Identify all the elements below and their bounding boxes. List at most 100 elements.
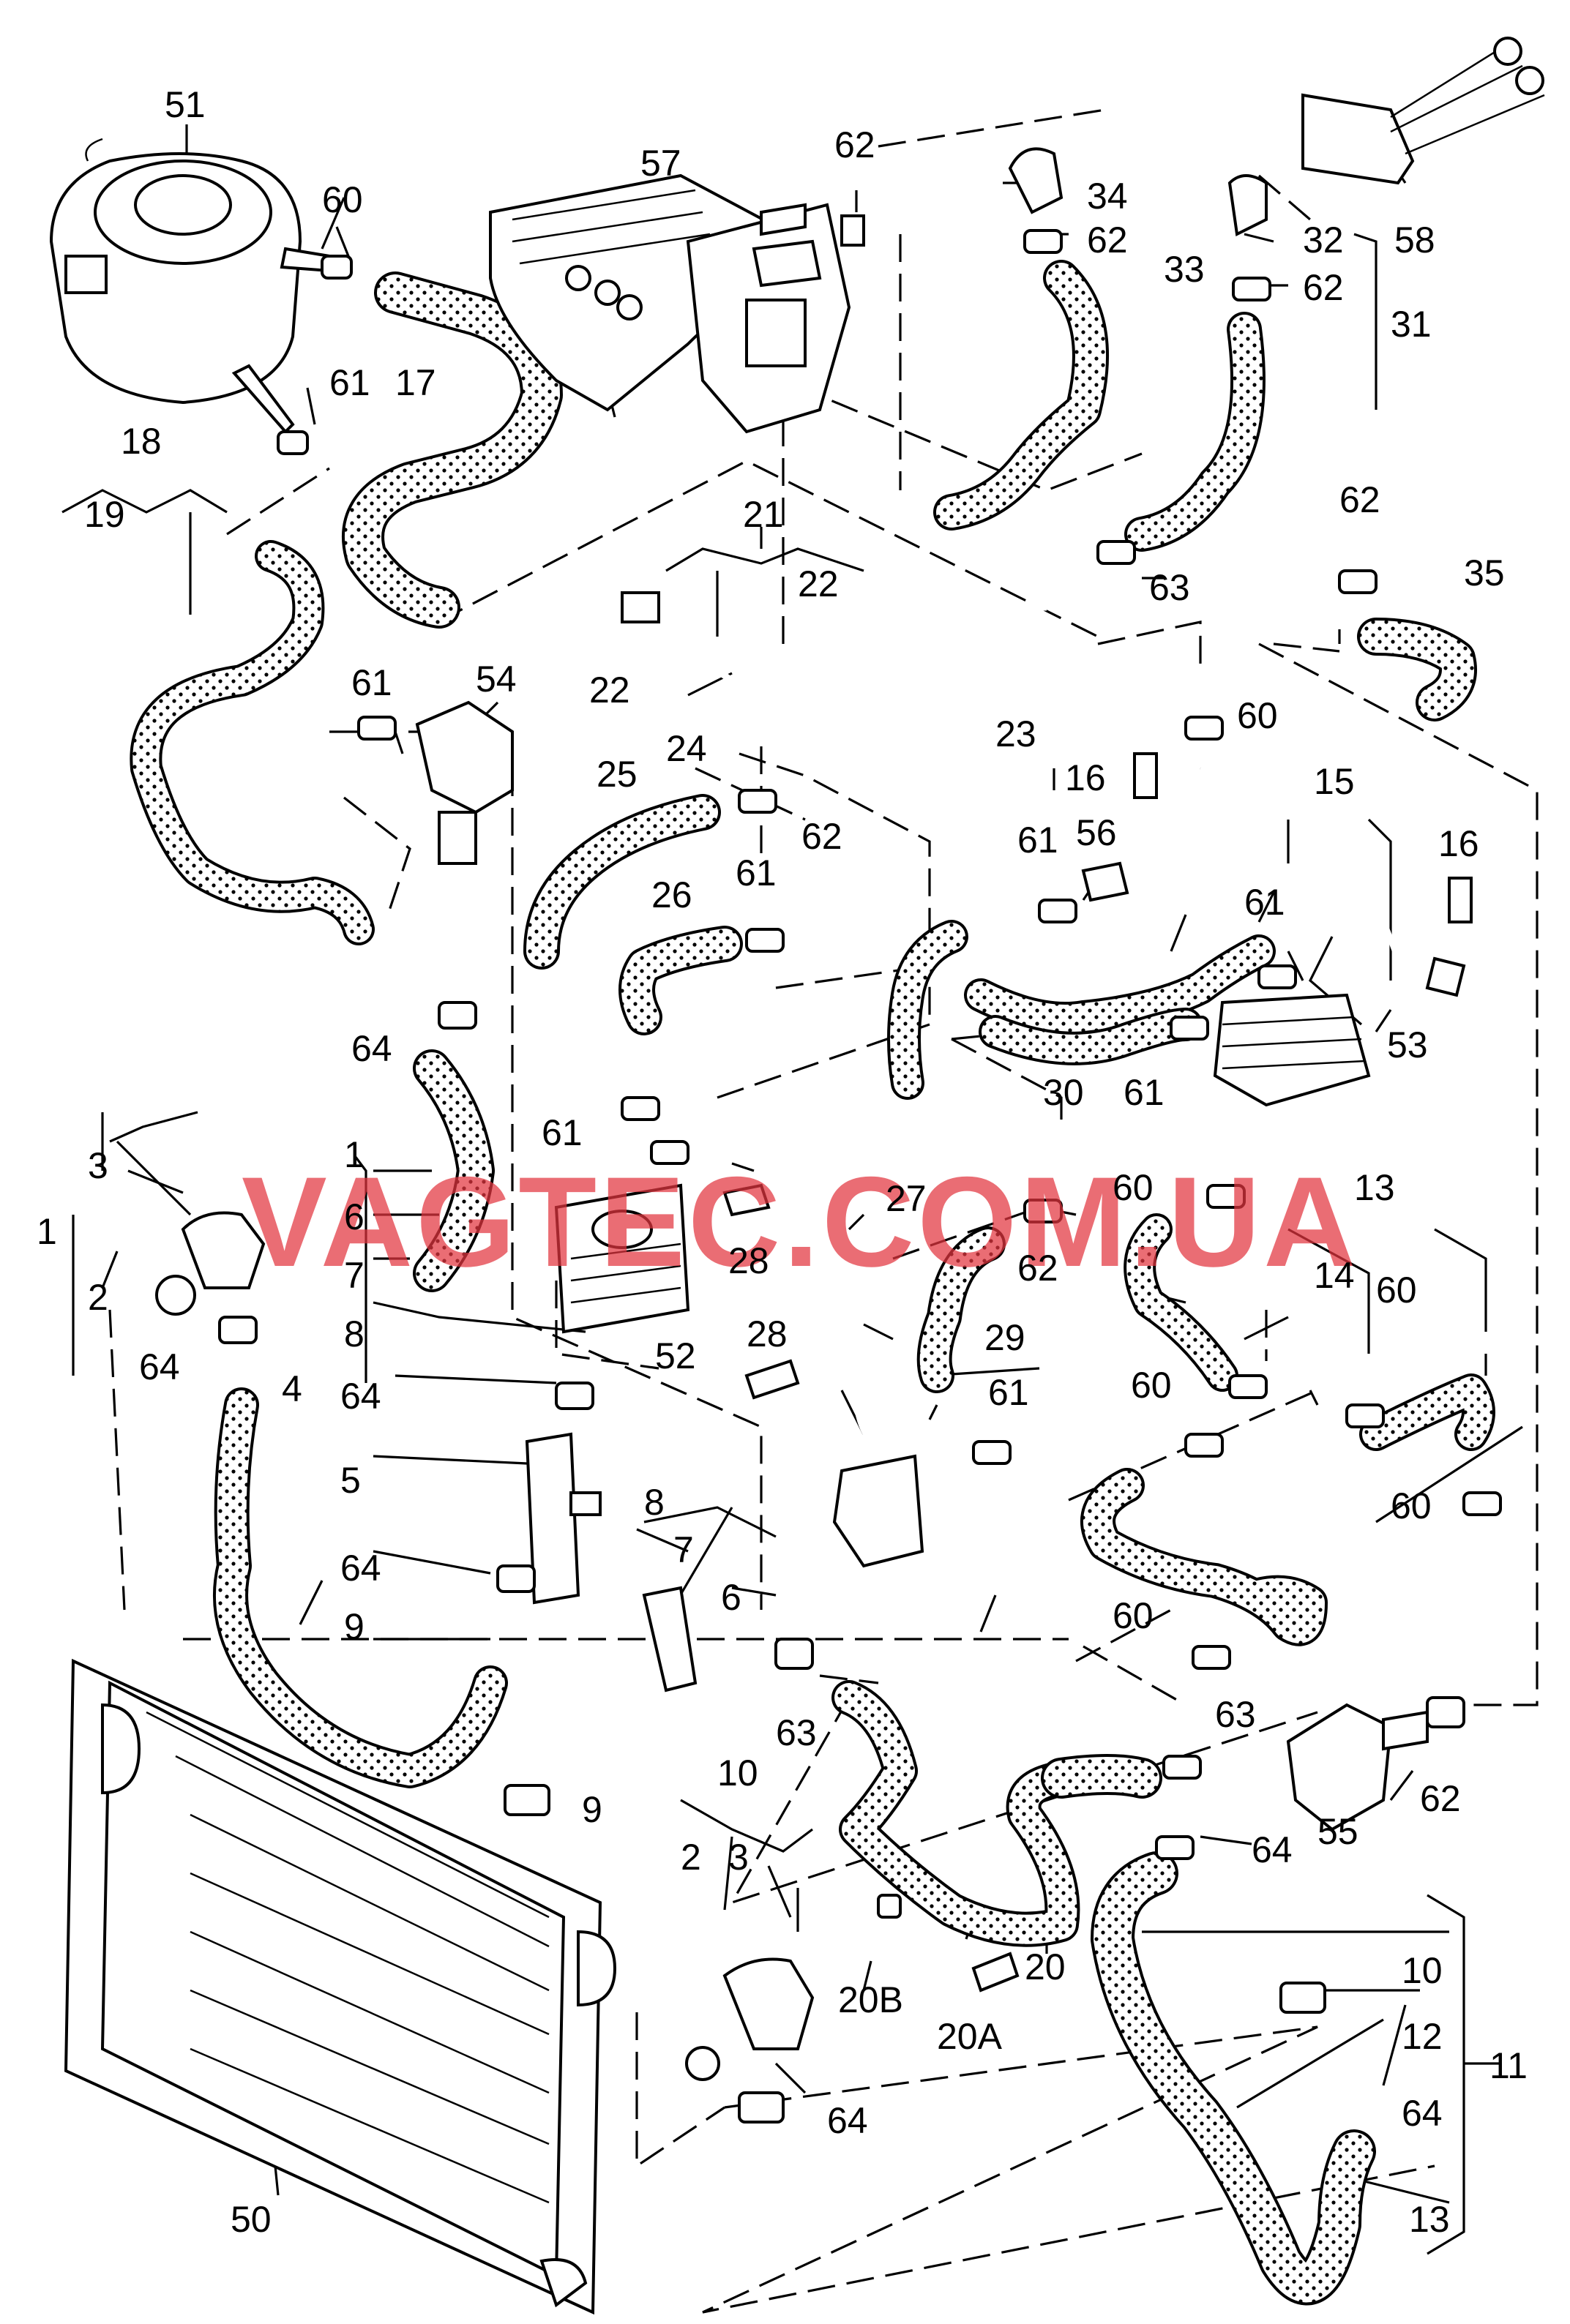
connection-flange-1 <box>155 1211 266 1316</box>
callout-35: 35 <box>1464 552 1505 593</box>
callout-7: 7 <box>344 1255 365 1296</box>
callout-64: 64 <box>351 1028 392 1069</box>
oil-cooler-52 <box>554 1183 690 1334</box>
callout-21: 21 <box>743 494 784 535</box>
callout-64: 64 <box>340 1376 381 1417</box>
callout-61: 61 <box>736 852 777 893</box>
callout-61: 61 <box>1124 1072 1165 1113</box>
callout-29: 29 <box>984 1317 1025 1358</box>
callout-60: 60 <box>1376 1270 1417 1311</box>
callout-58: 58 <box>1394 220 1435 260</box>
callout-26: 26 <box>651 874 692 915</box>
callout-62: 62 <box>1087 220 1128 260</box>
callout-51: 51 <box>165 84 206 125</box>
callout-60: 60 <box>1391 1485 1432 1526</box>
callout-63: 63 <box>1215 1694 1256 1735</box>
callout-64: 64 <box>1252 1829 1293 1870</box>
tee-connector-5 <box>525 1432 602 1605</box>
callout-10: 10 <box>717 1753 758 1793</box>
callout-11: 11 <box>1489 2045 1528 2086</box>
callout-9: 9 <box>582 1789 602 1830</box>
callout-20: 20 <box>1025 1946 1066 1987</box>
callout-30: 30 <box>1043 1072 1084 1113</box>
leader-lines <box>61 124 1523 2255</box>
callout-64: 64 <box>1402 2093 1443 2134</box>
callout-6: 6 <box>344 1196 365 1237</box>
callout-64: 64 <box>340 1548 381 1589</box>
temperature-sensor <box>642 1586 698 1693</box>
callout-60: 60 <box>1237 695 1278 736</box>
callout-32: 32 <box>1303 220 1344 260</box>
callout-28: 28 <box>747 1313 788 1354</box>
callout-52: 52 <box>655 1335 696 1376</box>
callout-61: 61 <box>988 1372 1029 1413</box>
callout-61: 61 <box>351 662 392 703</box>
callout-62: 62 <box>801 816 842 857</box>
callout-53: 53 <box>1387 1024 1428 1065</box>
callout-64: 64 <box>827 2100 868 2141</box>
callout-25: 25 <box>597 754 638 795</box>
callout-4: 4 <box>282 1368 302 1409</box>
callout-62: 62 <box>1420 1778 1461 1819</box>
heater-pipes <box>1301 37 1545 185</box>
callout-60: 60 <box>1131 1365 1172 1406</box>
callout-9: 9 <box>344 1606 365 1647</box>
callout-19: 19 <box>84 494 125 535</box>
callout-12: 12 <box>1402 2016 1443 2057</box>
callout-17: 17 <box>395 362 436 403</box>
callout-64: 64 <box>139 1346 180 1387</box>
oil-cooler <box>1213 993 1371 1107</box>
egr-cooler <box>489 173 851 434</box>
callout-27: 27 <box>886 1178 927 1219</box>
callout-labels: 51 60 17 61 18 19 57 62 34 62 33 32 62 3… <box>37 84 1528 2240</box>
callout-6: 6 <box>721 1577 741 1618</box>
callout-13: 13 <box>1354 1167 1395 1208</box>
callout-60: 60 <box>1113 1595 1154 1636</box>
callout-23: 23 <box>995 713 1036 754</box>
callout-31: 31 <box>1391 304 1432 345</box>
callout-55: 55 <box>1317 1811 1358 1852</box>
expansion-tank <box>49 138 331 434</box>
callout-61: 61 <box>329 362 370 403</box>
callout-24: 24 <box>666 728 707 769</box>
callout-15: 15 <box>1314 761 1355 802</box>
callout-3: 3 <box>88 1145 108 1186</box>
callout-62: 62 <box>1017 1248 1058 1289</box>
callout-60: 60 <box>322 179 363 220</box>
callout-10: 10 <box>1402 1950 1443 1991</box>
coolant-pipe-15 <box>1199 765 1496 1076</box>
callout-5: 5 <box>340 1460 361 1501</box>
coolant-pump-55 <box>1286 1703 1429 1832</box>
callout-22: 22 <box>589 670 630 711</box>
callout-60: 60 <box>1113 1167 1154 1208</box>
callout-54: 54 <box>476 659 517 700</box>
callout-20A: 20A <box>937 2016 1003 2057</box>
callout-57: 57 <box>640 143 681 184</box>
callout-63: 63 <box>776 1712 817 1753</box>
callout-18: 18 <box>121 421 162 462</box>
callout-1: 1 <box>37 1211 57 1252</box>
coolant-pipe-21 <box>620 591 1047 713</box>
callout-22: 22 <box>798 563 839 604</box>
callout-1: 1 <box>344 1134 365 1175</box>
callout-16: 16 <box>1065 757 1106 798</box>
callout-34: 34 <box>1087 176 1128 217</box>
callout-61: 61 <box>1244 882 1285 923</box>
callout-8: 8 <box>644 1482 665 1523</box>
callout-16: 16 <box>1438 823 1479 864</box>
callout-62: 62 <box>834 124 875 165</box>
callout-14: 14 <box>1314 1255 1355 1296</box>
callout-62: 62 <box>1303 267 1344 308</box>
callout-13: 13 <box>1409 2199 1450 2240</box>
connection-flange-10 <box>685 1957 815 2081</box>
watermark: VAGTEC.COM.UA <box>242 1151 1359 1294</box>
callout-20B: 20B <box>838 1979 903 2020</box>
callout-2: 2 <box>88 1277 108 1318</box>
coolant-pipe-27 <box>804 1124 937 1568</box>
callout-61: 61 <box>1017 820 1058 861</box>
callout-7: 7 <box>673 1529 694 1570</box>
hose-clamps <box>218 214 1502 2124</box>
callout-33: 33 <box>1164 249 1205 290</box>
elbow-connectors <box>1008 147 1268 237</box>
